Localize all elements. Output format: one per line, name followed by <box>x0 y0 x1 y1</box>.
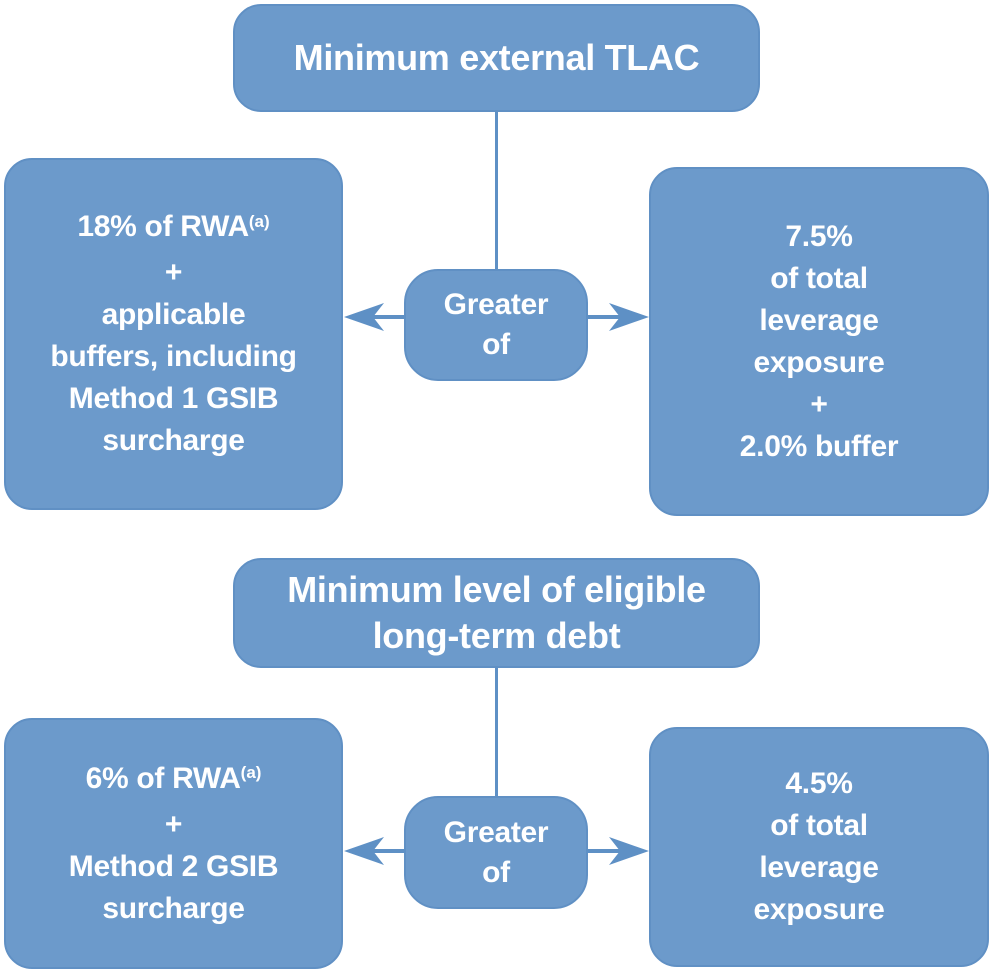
greater-of-line-1: Greater <box>443 288 549 321</box>
top-left-arrow-shaft <box>372 315 406 319</box>
rwa-requirement-text: 6% of RWA <box>85 761 241 795</box>
buffer-line-3: Method 1 GSIB <box>68 382 279 415</box>
footnote-marker: (a) <box>240 763 262 783</box>
surcharge-line-2: surcharge <box>102 891 245 925</box>
bottom-rwa-requirement-box: 6% of RWA(a) + Method 2 GSIB surcharge <box>4 718 343 969</box>
greater-of-line-1: Greater <box>443 815 549 849</box>
buffer-line-4: surcharge <box>102 424 245 457</box>
surcharge-line-1: Method 2 GSIB <box>68 849 279 883</box>
leverage-line-4: exposure <box>753 345 885 379</box>
plus-sign: + <box>164 807 183 841</box>
top-leverage-requirement-box: 7.5% of total leverage exposure + 2.0% b… <box>649 167 989 516</box>
arrow-right-icon <box>609 837 649 865</box>
top-vertical-connector <box>495 112 498 269</box>
bottom-left-arrow-shaft <box>372 849 406 853</box>
plus-sign: + <box>810 387 828 421</box>
footnote-marker: (a) <box>248 211 270 231</box>
leverage-line-3: leverage <box>759 303 879 337</box>
top-greater-of-box: Greater of <box>404 269 588 381</box>
arrow-right-icon <box>609 303 649 331</box>
buffer-line-2: buffers, including <box>50 340 297 373</box>
greater-of-line-2: of <box>482 328 510 361</box>
bottom-vertical-connector <box>495 668 498 796</box>
buffer-line-1: applicable <box>101 298 246 331</box>
rwa-requirement-line: 18% of RWA(a) <box>77 206 269 252</box>
leverage-line-1: 4.5% <box>785 767 853 800</box>
top-rwa-requirement-box: 18% of RWA(a) + applicable buffers, incl… <box>4 158 343 510</box>
leverage-line-2: of total <box>770 809 868 842</box>
minimum-ltd-title-line-2: long-term debt <box>372 615 621 656</box>
bottom-right-arrow-shaft <box>586 849 620 853</box>
bottom-greater-of-box: Greater of <box>404 796 588 909</box>
leverage-line-4: exposure <box>753 893 885 926</box>
leverage-line-2: of total <box>770 261 868 295</box>
rwa-requirement-line: 6% of RWA(a) <box>86 758 262 804</box>
leverage-line-3: leverage <box>759 851 879 884</box>
bottom-leverage-requirement-box: 4.5% of total leverage exposure <box>649 727 989 967</box>
leverage-line-1: 7.5% <box>785 219 853 253</box>
arrow-left-icon <box>344 837 384 865</box>
rwa-requirement-text: 18% of RWA <box>77 210 249 243</box>
minimum-external-tlac-title: Minimum external TLAC <box>293 37 700 78</box>
minimum-ltd-box: Minimum level of eligible long-term debt <box>233 558 760 668</box>
greater-of-line-2: of <box>482 855 510 889</box>
top-right-arrow-shaft <box>586 315 620 319</box>
buffer-line: 2.0% buffer <box>739 429 899 463</box>
plus-sign: + <box>164 256 183 289</box>
minimum-ltd-title-line-1: Minimum level of eligible <box>287 569 706 610</box>
arrow-left-icon <box>344 303 384 331</box>
minimum-external-tlac-box: Minimum external TLAC <box>233 4 760 112</box>
